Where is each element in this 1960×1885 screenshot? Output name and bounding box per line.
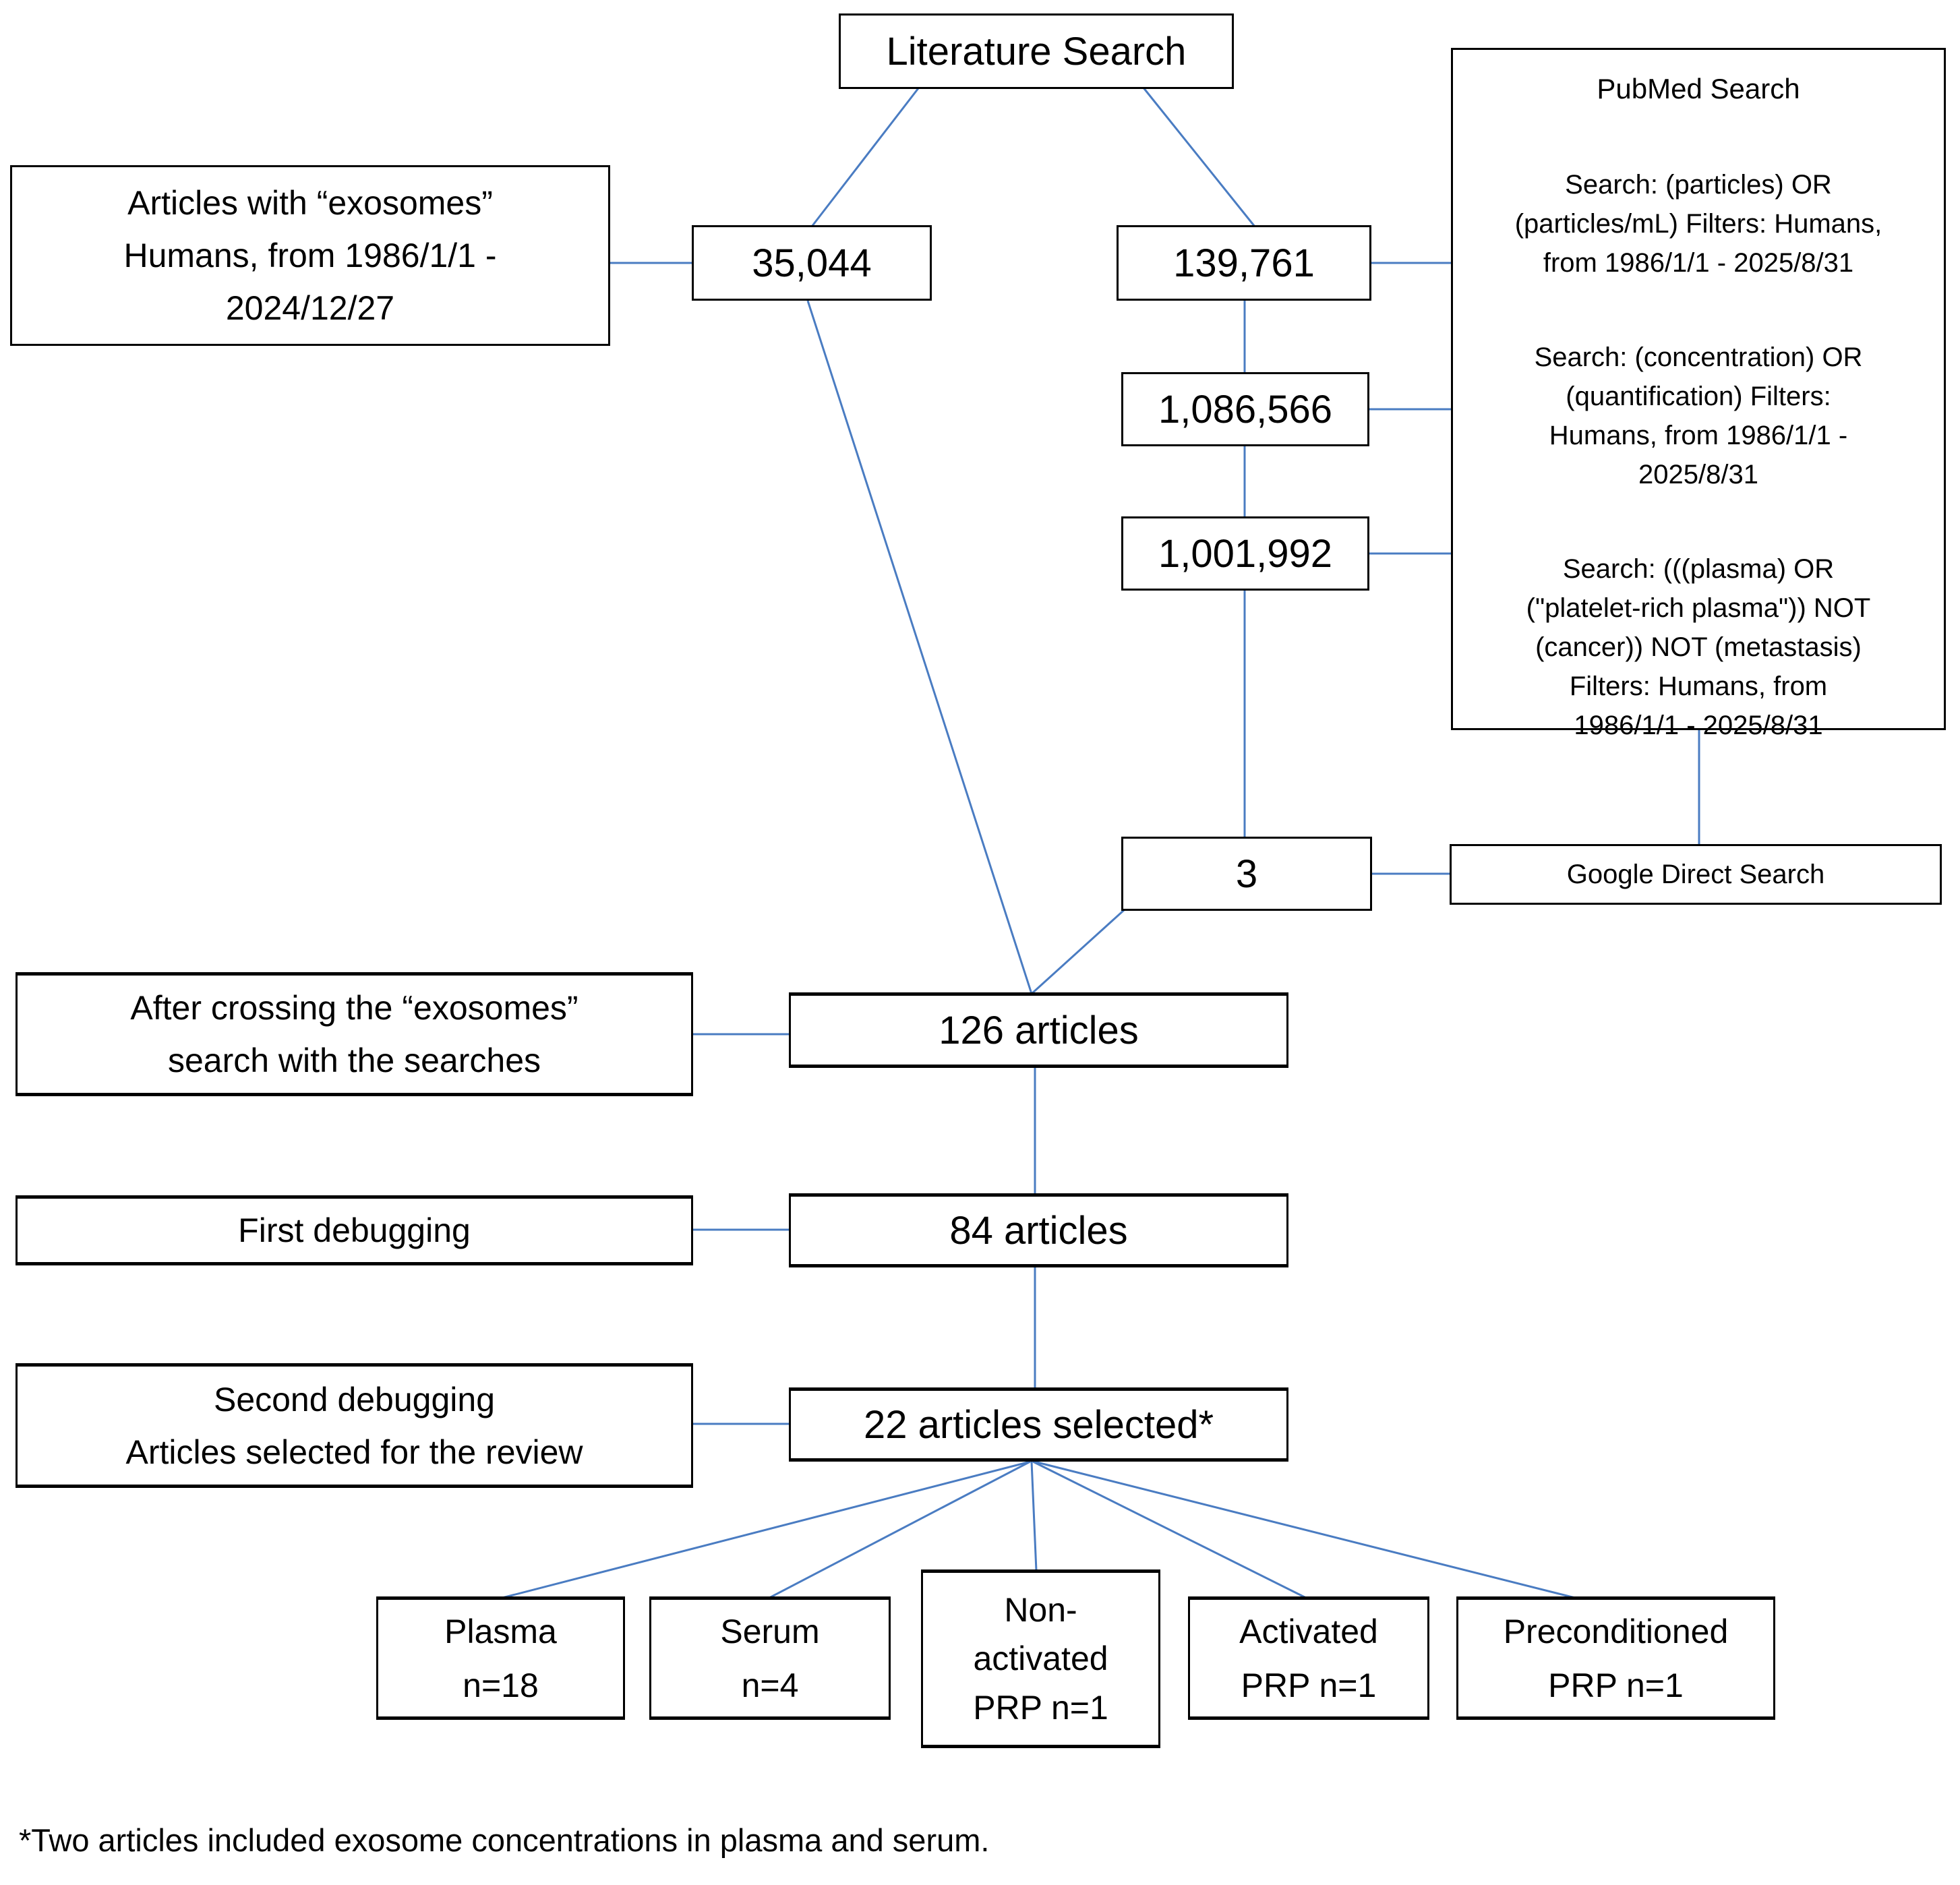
count-1086566-box: 1,086,566 <box>1121 372 1369 446</box>
footnote-text: *Two articles included exosome concentra… <box>19 1822 990 1858</box>
pubmed-search-box: PubMed Search Search: (particles) OR (pa… <box>1451 48 1946 740</box>
connector-line <box>1034 1460 1576 1599</box>
pubmed-query-2: Search: (concentration) OR (quantificati… <box>1534 342 1863 489</box>
connector-line <box>1141 86 1256 227</box>
count-22-selected-box: 22 articles selected* <box>789 1387 1288 1462</box>
count-126-articles-box: 126 articles <box>789 992 1288 1068</box>
connector-line <box>1032 1460 1307 1599</box>
count-139761-box: 139,761 <box>1117 225 1371 301</box>
pubmed-search-title: PubMed Search <box>1597 73 1800 104</box>
pubmed-query-3: Search: (((plasma) OR ("platelet-rich pl… <box>1526 553 1871 740</box>
after-crossing-box: After crossing the “exosomes” search wit… <box>16 972 693 1096</box>
plasma-box: Plasma n=18 <box>376 1596 625 1720</box>
pubmed-query-1: Search: (particles) OR (particles/mL) Fi… <box>1514 169 1882 278</box>
activated-prp-box: Activated PRP n=1 <box>1188 1596 1429 1720</box>
count-3-box: 3 <box>1121 837 1372 911</box>
connector-line <box>769 1460 1031 1599</box>
connector-line <box>806 300 1033 994</box>
exosomes-filter-box: Articles with “exosomes” Humans, from 19… <box>10 165 610 346</box>
connector-line <box>502 1460 1031 1599</box>
connector-line <box>1030 1461 1038 1572</box>
preconditioned-prp-box: Preconditioned PRP n=1 <box>1456 1596 1775 1720</box>
literature-search-box: Literature Search <box>839 13 1234 89</box>
count-35044-box: 35,044 <box>692 225 932 301</box>
serum-box: Serum n=4 <box>649 1596 891 1720</box>
count-84-articles-box: 84 articles <box>789 1193 1288 1267</box>
connector-line <box>1030 909 1125 995</box>
count-1001992-box: 1,001,992 <box>1121 516 1369 591</box>
non-activated-prp-box: Non- activated PRP n=1 <box>921 1569 1160 1748</box>
google-direct-search-box: Google Direct Search <box>1450 844 1942 905</box>
first-debugging-box: First debugging <box>16 1195 693 1265</box>
connector-line <box>810 88 920 227</box>
second-debugging-box: Second debugging Articles selected for t… <box>16 1363 693 1488</box>
